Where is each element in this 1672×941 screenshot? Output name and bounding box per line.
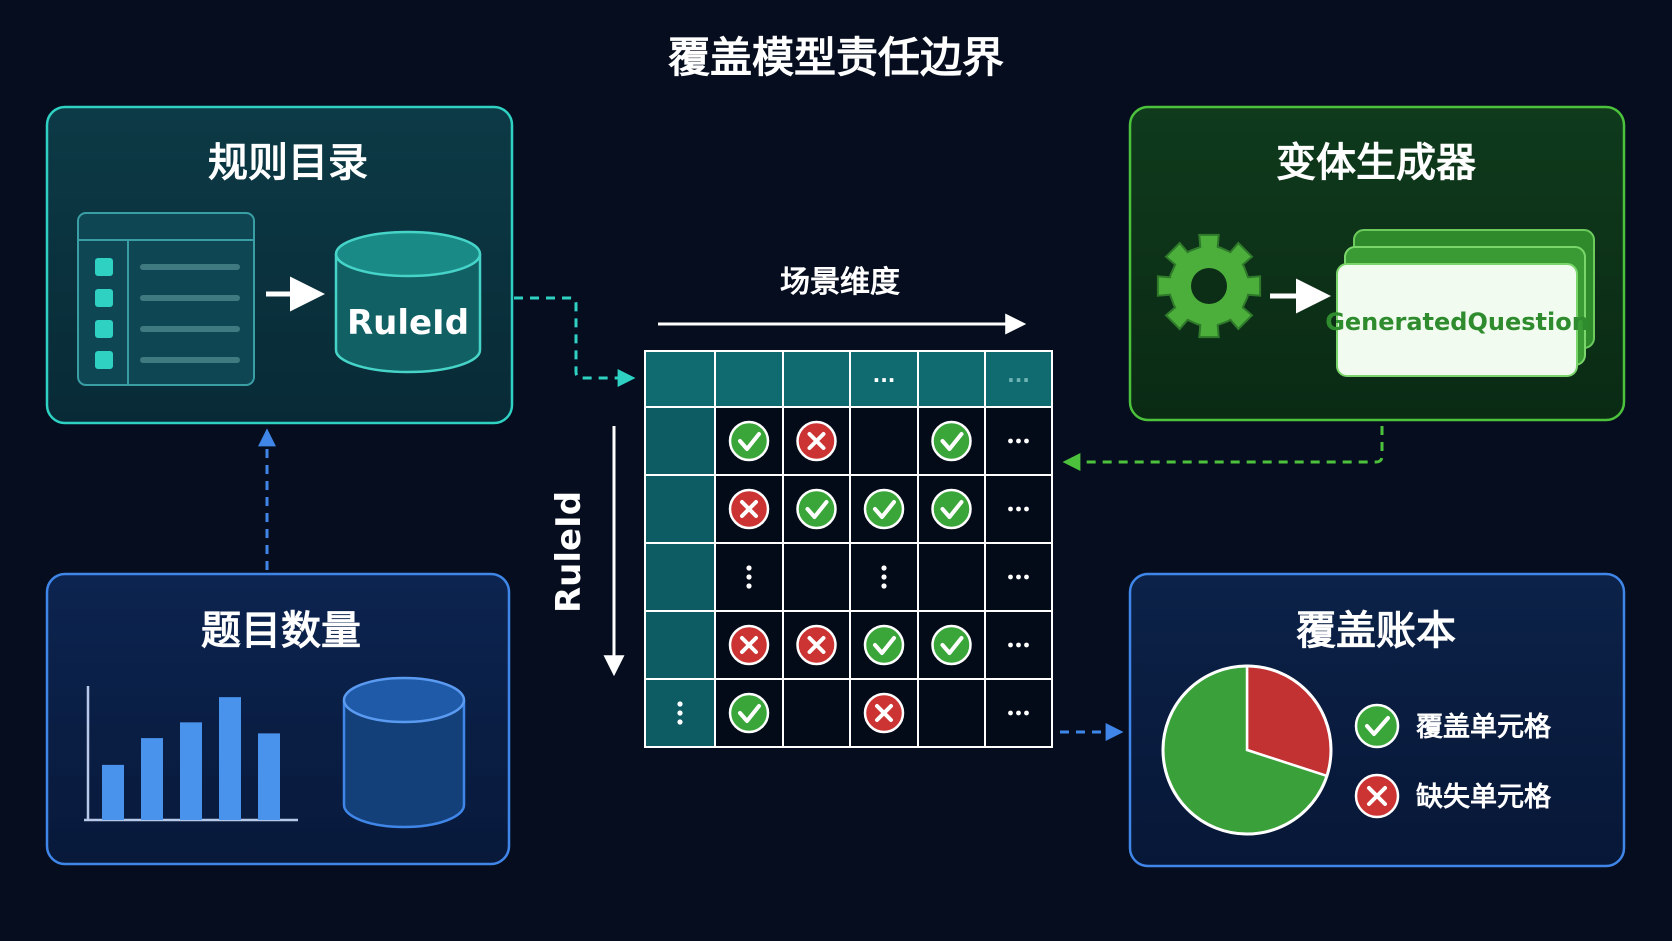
ruleid-database-icon: RuleId (334, 230, 482, 374)
vertical-ellipsis (881, 565, 887, 589)
count-database-icon (342, 676, 466, 829)
legend-covered-label: 覆盖单元格 (1416, 712, 1552, 743)
x-axis-label: 场景维度 (780, 265, 900, 300)
matrix-header-cell (782, 350, 851, 408)
horizontal-ellipsis (1008, 710, 1029, 716)
matrix-header-ellipsis: ··· (873, 368, 896, 392)
cross-icon (728, 488, 770, 530)
horizontal-ellipsis (1008, 574, 1029, 580)
check-icon (728, 420, 770, 462)
check-icon (931, 488, 972, 530)
matrix-row-header-cell (644, 406, 716, 476)
check-icon (796, 488, 837, 530)
matrix-row-header-cell (644, 610, 716, 680)
check-icon (863, 624, 905, 666)
count-bar (219, 697, 241, 820)
rules-panel: 规则目录 RuleId (45, 105, 514, 425)
rules-panel-title: 规则目录 (208, 140, 368, 186)
check-icon (728, 692, 770, 734)
matrix-cell (917, 678, 986, 748)
gear-icon (1156, 233, 1262, 339)
ruleid-db-label: RuleId (347, 303, 469, 343)
matrix-row-header-cell (644, 474, 716, 544)
ledger-panel: 覆盖账本 覆盖单元格 缺失单元格 (1128, 572, 1626, 868)
count-bar (180, 722, 202, 820)
generator-panel: 变体生成器 GeneratedQuestion (1128, 105, 1626, 422)
matrix-cell (917, 542, 986, 612)
horizontal-ellipsis (1008, 642, 1029, 648)
legend-missing-label: 缺失单元格 (1416, 782, 1552, 813)
check-icon (931, 624, 972, 666)
matrix-cell (782, 678, 851, 748)
y-axis-label: RuleId (549, 491, 589, 613)
count-bar (102, 764, 124, 820)
coverage-pie-chart (1161, 664, 1333, 836)
cross-icon (728, 624, 770, 666)
matrix-header-cell (984, 350, 1053, 408)
matrix-cell (849, 406, 919, 476)
count-panel-title: 题目数量 (201, 608, 361, 654)
matrix-header-cell (644, 350, 716, 408)
cross-icon (863, 692, 905, 734)
cross-icon (796, 624, 837, 666)
horizontal-ellipsis (1008, 438, 1029, 444)
vertical-ellipsis (746, 565, 752, 589)
vertical-ellipsis (677, 701, 683, 725)
horizontal-ellipsis (1008, 506, 1029, 512)
count-bar (141, 738, 163, 820)
matrix-header-cell (714, 350, 784, 408)
legend-missing: 缺失单元格 (1354, 773, 1552, 819)
generator-panel-title: 变体生成器 (1276, 140, 1477, 186)
generated-question-cards: GeneratedQuestion (1325, 229, 1595, 377)
count-bar-chart (84, 686, 298, 822)
matrix-cell (782, 542, 851, 612)
count-bar (258, 733, 280, 820)
legend-covered: 覆盖单元格 (1354, 703, 1552, 749)
ledger-panel-title: 覆盖账本 (1295, 608, 1456, 654)
cross-icon (796, 420, 837, 462)
generated-question-label: GeneratedQuestion (1325, 308, 1589, 336)
check-icon (931, 420, 972, 462)
matrix-header-cell (917, 350, 986, 408)
matrix-row-header-cell (644, 542, 716, 612)
check-icon (863, 488, 905, 530)
page-title: 覆盖模型责任边界 (668, 33, 1004, 82)
coverage-matrix: ··· ··· (644, 350, 1053, 748)
count-panel: 题目数量 (45, 572, 511, 866)
matrix-header-ellipsis: ··· (1007, 368, 1030, 392)
generator-to-matrix-connector (1062, 426, 1384, 471)
rules-to-matrix-connector (514, 296, 636, 387)
rule-list-icon (77, 212, 255, 386)
